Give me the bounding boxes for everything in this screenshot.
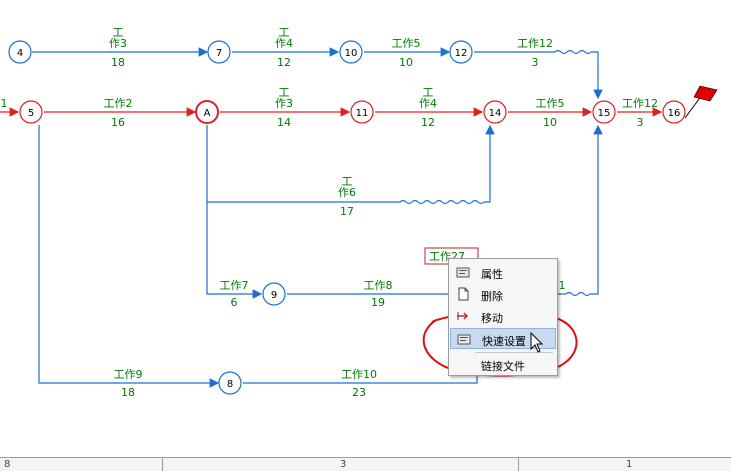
task-label: 作4 [275, 37, 293, 50]
task-duration: 16 [111, 116, 125, 129]
status-text: 1 [626, 459, 633, 470]
node-A[interactable]: A [195, 100, 219, 124]
task-duration: 23 [352, 386, 366, 399]
task-label: 工 [279, 86, 290, 99]
node-4[interactable]: 4 [8, 40, 32, 64]
node-label: 8 [227, 379, 233, 390]
menu-item-label: 属性 [481, 268, 503, 281]
node-11[interactable]: 11 [350, 100, 374, 124]
finish-flag-icon [684, 85, 718, 119]
task-label: 工 [342, 175, 353, 188]
node-14[interactable]: 14 [483, 100, 507, 124]
arrow-12-15[interactable] [474, 49, 603, 100]
mouse-pointer-icon [530, 332, 544, 353]
menu-item-move[interactable]: 移动 [450, 306, 556, 327]
context-menu: 属性 删除 移动 快速设置 链接文件 [448, 258, 558, 376]
task-duration: 14 [277, 116, 291, 129]
task-label: 工作9 [114, 368, 143, 381]
task-duration: 6 [231, 296, 238, 309]
task-label: 工作2 [104, 97, 133, 110]
status-bar: 8 3 1 [0, 457, 731, 471]
task-duration: 18 [111, 56, 125, 69]
status-cell: 1 [518, 458, 730, 471]
menu-item-label: 快速设置 [482, 335, 526, 348]
node-5[interactable]: 5 [19, 100, 43, 124]
menu-item-label: 链接文件 [481, 360, 525, 373]
node-15[interactable]: 15 [592, 100, 616, 124]
task-duration: 10 [399, 56, 413, 69]
task-duration: 1 [559, 279, 566, 292]
menu-item-label: 移动 [481, 312, 503, 325]
task-label: 工作5 [392, 37, 421, 50]
node-9[interactable]: 9 [262, 282, 286, 306]
node-label: 10 [345, 48, 358, 59]
node-label: 12 [455, 48, 468, 59]
node-label: A [204, 108, 211, 119]
menu-item-label: 删除 [481, 290, 503, 303]
node-8[interactable]: 8 [218, 371, 242, 395]
node-label: 4 [17, 48, 23, 59]
node-7[interactable]: 7 [207, 40, 231, 64]
document-icon [458, 287, 469, 301]
task-label: 作3 [109, 37, 127, 50]
menu-separator [475, 352, 553, 353]
task-duration: 18 [121, 386, 135, 399]
task-label: 作3 [275, 97, 293, 110]
arrow-A-9[interactable] [206, 202, 263, 299]
task-label: 工作10 [341, 368, 377, 381]
task-duration: 12 [277, 56, 291, 69]
node-10[interactable]: 10 [339, 40, 363, 64]
status-text: 3 [340, 459, 347, 470]
task-duration: 3 [532, 56, 539, 69]
properties-icon [456, 267, 470, 278]
task-label: 作6 [338, 186, 356, 199]
task-label: 作4 [419, 97, 437, 110]
node-label: 11 [356, 108, 369, 119]
node-label: 16 [668, 108, 681, 119]
task-duration: 12 [421, 116, 435, 129]
task-label: 工作8 [364, 279, 393, 292]
status-cell: 3 [162, 458, 519, 471]
node-label: 7 [216, 48, 222, 59]
task-label: 工 [113, 26, 124, 39]
status-text: 8 [4, 459, 11, 470]
task-label: 工 [423, 86, 434, 99]
task-duration: 3 [637, 116, 644, 129]
task-duration: 19 [371, 296, 385, 309]
task-label: 工作12 [622, 97, 658, 110]
quick-settings-icon [457, 334, 471, 345]
task-label: 工 [279, 26, 290, 39]
menu-item-delete[interactable]: 删除 [450, 284, 556, 305]
task-label: 工作5 [536, 97, 565, 110]
task-label: 工作7 [220, 279, 249, 292]
task-duration: 1 [1, 97, 8, 110]
status-cell: 8 [0, 458, 163, 471]
node-label: 14 [489, 108, 502, 119]
task-duration: 10 [543, 116, 557, 129]
arrow-5-8[interactable] [38, 125, 220, 388]
arrow-x-15[interactable] [557, 124, 603, 297]
menu-item-link-file[interactable]: 链接文件 [450, 354, 556, 375]
node-12[interactable]: 12 [449, 40, 473, 64]
task-duration: 17 [340, 205, 354, 218]
task-label: 工作12 [517, 37, 553, 50]
node-label: 15 [598, 108, 611, 119]
move-arrow-icon [457, 312, 469, 320]
node-label: 9 [271, 290, 277, 301]
node-label: 5 [28, 108, 34, 119]
arrow-A-14[interactable] [206, 124, 495, 205]
node-16[interactable]: 16 [662, 100, 686, 124]
menu-item-quick-settings[interactable]: 快速设置 [450, 328, 556, 349]
menu-item-properties[interactable]: 属性 [450, 262, 556, 283]
